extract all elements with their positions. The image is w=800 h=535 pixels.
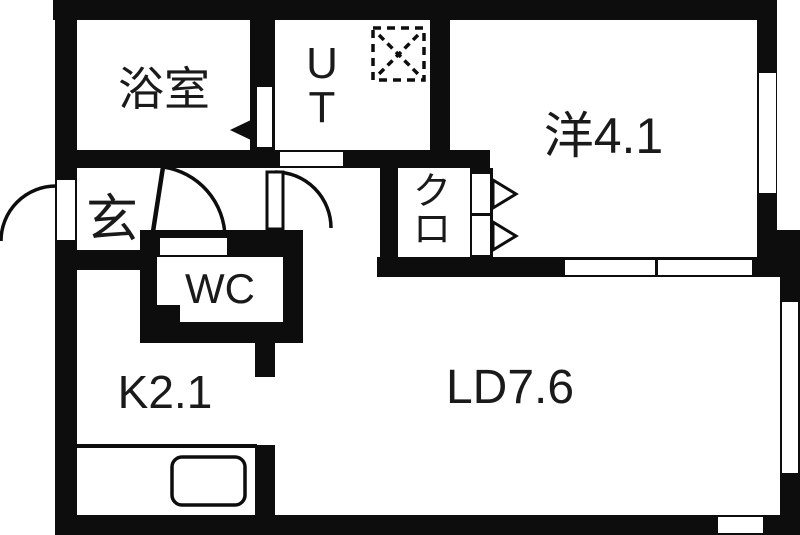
closet-door-triangle-bottom	[491, 219, 519, 253]
hall-door-leaf	[265, 170, 285, 231]
wall-wc-notch	[157, 305, 180, 322]
living-dining-label-text: LD7.6	[445, 360, 575, 414]
utility-sliding-door	[280, 152, 343, 166]
bathroom-label-text: 浴室	[118, 63, 210, 115]
kitchen-label-text: K2.1	[117, 366, 213, 418]
utility-label-line2: T	[308, 83, 336, 132]
kitchen-counter-edge	[75, 444, 257, 448]
closet-door-leaf-bottom	[472, 216, 490, 255]
western-room-window	[759, 73, 776, 193]
wall-closet-left	[380, 168, 398, 257]
wall-wc-left	[140, 230, 157, 343]
entrance-door-swing-arc	[0, 184, 57, 242]
entrance-inner-door-swing-arc	[162, 165, 227, 239]
wc-label: WC	[157, 265, 283, 313]
entrance-label-text: 玄	[85, 190, 138, 249]
entrance-door-leaf	[55, 178, 77, 242]
wall-wc-right	[283, 230, 303, 343]
bathroom-label: 浴室	[78, 58, 250, 115]
closet-label: ク ロ	[396, 170, 468, 252]
closet-label-line2: ロ	[412, 209, 451, 251]
wall-kitchen-ld-lower	[255, 445, 275, 515]
wall-left-upper	[55, 0, 77, 178]
closet-door-triangle-top	[491, 177, 519, 211]
wall-top	[53, 0, 777, 20]
wall-utility-western-divider	[430, 18, 450, 152]
wall-entrance-kitchen	[55, 250, 153, 270]
entrance-label: 玄	[80, 183, 144, 249]
bottom-wall-window	[718, 517, 763, 533]
kitchen-label: K2.1	[75, 362, 255, 422]
western-room-label-text: 洋4.1	[543, 108, 664, 164]
closet-door-leaf-top	[472, 174, 490, 213]
western-ld-window-left	[565, 260, 655, 275]
entrance-inner-door-leaf-line	[149, 166, 166, 239]
wall-left-lower	[55, 242, 77, 535]
wall-bottom	[57, 515, 800, 535]
wc-door-slot	[160, 238, 227, 255]
wall-kitchen-ld-upper	[255, 343, 275, 377]
utility-label-line1: U	[306, 39, 338, 88]
wall-wc-bottom	[140, 322, 303, 343]
wc-label-text: WC	[185, 265, 255, 312]
bathroom-door-leaf	[257, 87, 272, 147]
kitchen-sink	[170, 455, 247, 507]
western-room-label: 洋4.1	[450, 103, 757, 164]
utility-label: U T	[292, 40, 352, 132]
closet-label-line1: ク	[412, 171, 451, 213]
wall-hall-top	[55, 150, 490, 168]
hall-door-swing-arc	[274, 170, 333, 229]
western-ld-window-right	[658, 260, 752, 275]
ld-window	[782, 302, 798, 473]
living-dining-label: LD7.6	[300, 358, 720, 416]
washing-machine-icon	[371, 26, 426, 82]
